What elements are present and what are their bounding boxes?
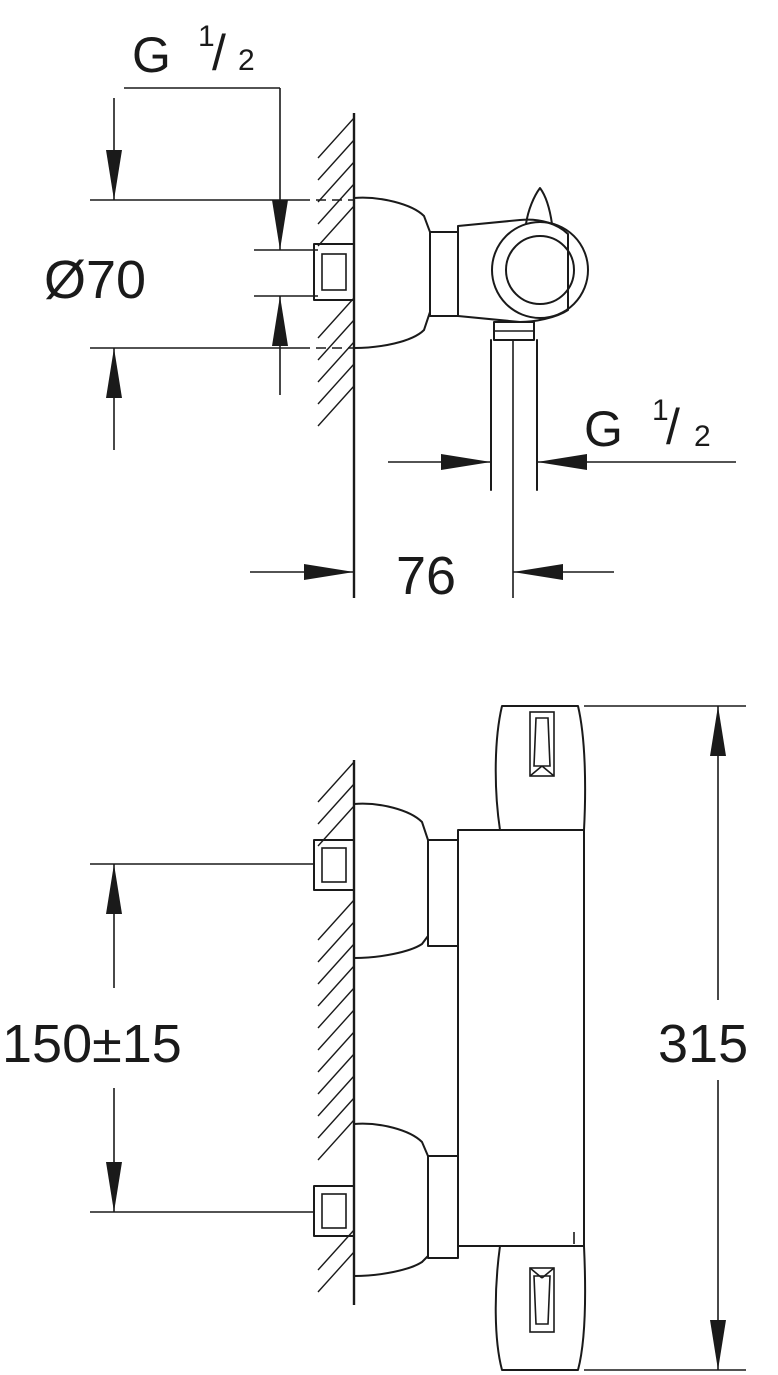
- svg-text:/: /: [666, 399, 680, 455]
- svg-text:2: 2: [238, 44, 255, 77]
- depth-label: 76: [396, 546, 456, 606]
- valve-body-side: [457, 218, 569, 323]
- svg-text:/: /: [212, 25, 226, 81]
- height-label: 315: [658, 1014, 748, 1074]
- svg-text:2: 2: [694, 420, 711, 453]
- wall-hatching-top: [317, 117, 355, 427]
- connector-stub-top: [313, 243, 355, 301]
- svg-text:G: G: [132, 27, 171, 83]
- spacing-label: 150±15: [2, 1014, 182, 1074]
- escutcheon-side: [353, 196, 431, 349]
- svg-text:G: G: [584, 401, 623, 457]
- thermostat-body: [457, 829, 585, 1247]
- wall-hatching-bottom: [317, 761, 355, 1293]
- front-view: 150±15 315: [2, 705, 748, 1371]
- diameter-label: Ø70: [44, 250, 146, 310]
- side-view: Ø70 G 1 / 2 G 1 / 2 76: [44, 20, 736, 606]
- thread-label-right: G 1 / 2: [584, 394, 711, 457]
- escutcheon-upper: [353, 802, 429, 959]
- handle-ring: [491, 221, 589, 319]
- escutcheon-lower: [353, 1122, 429, 1277]
- thread-label-top: G 1 / 2: [132, 20, 255, 83]
- outlet-nipple: [493, 321, 535, 341]
- handle-tab: [525, 187, 553, 225]
- svg-text:1: 1: [198, 20, 215, 53]
- svg-text:1: 1: [652, 394, 669, 427]
- connector-lower: [313, 1185, 355, 1237]
- connector-upper: [313, 839, 355, 891]
- bottom-handle: [494, 1245, 587, 1371]
- top-handle: [494, 705, 587, 831]
